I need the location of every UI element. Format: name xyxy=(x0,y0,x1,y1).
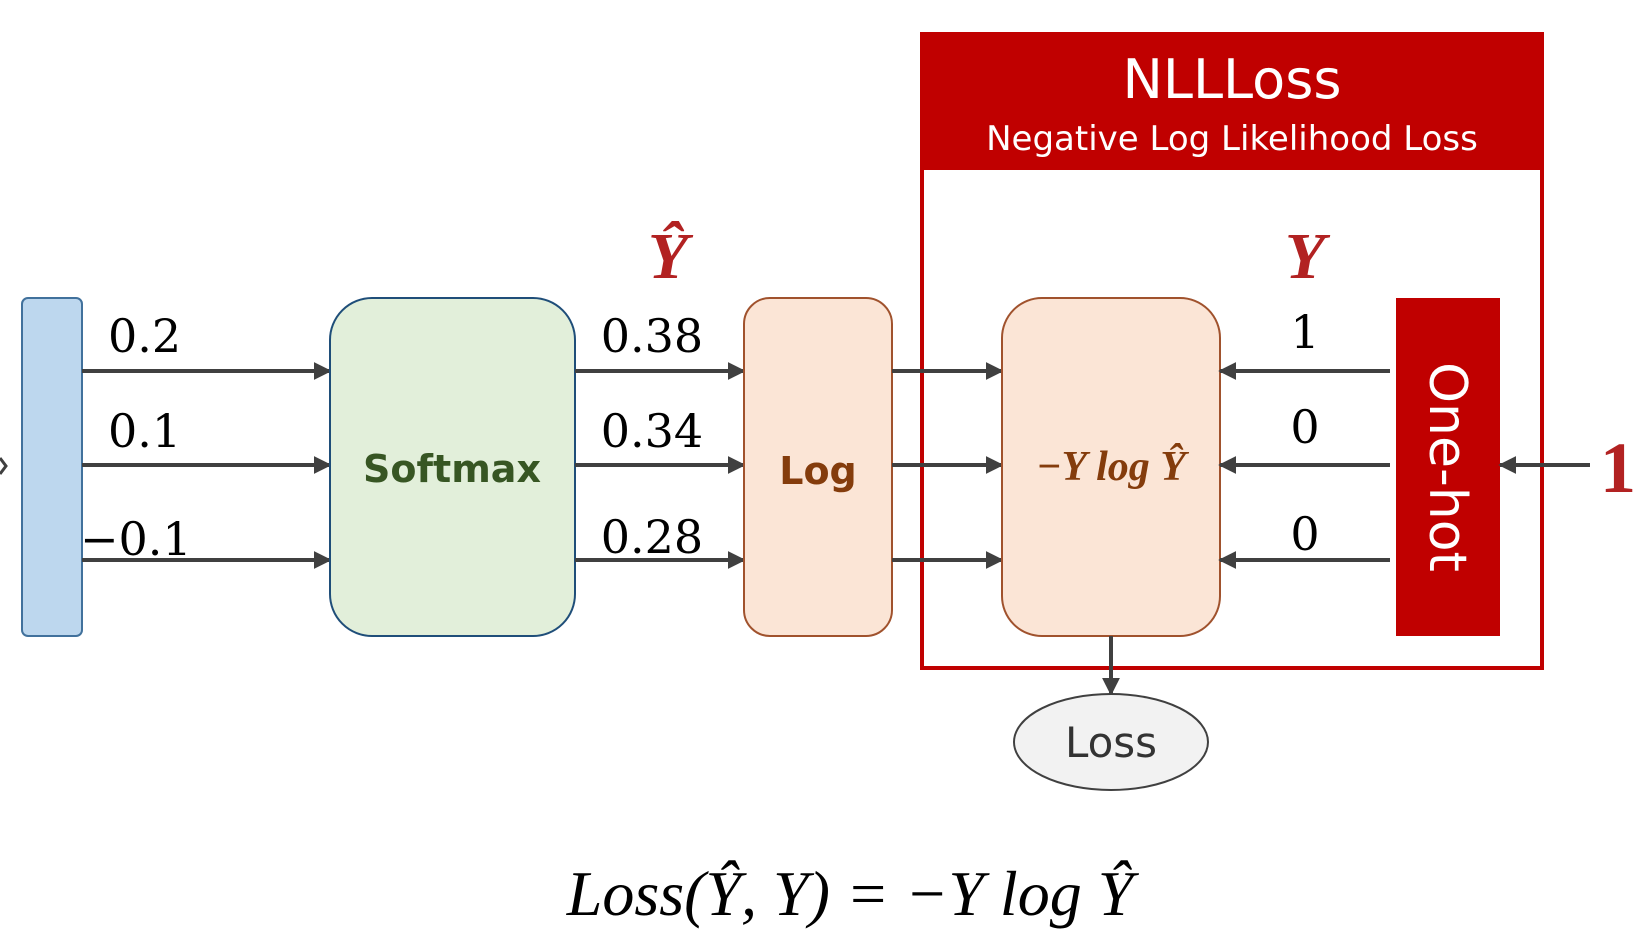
y-value-3: 0 xyxy=(1290,507,1319,561)
yhat-value-3: 0.28 xyxy=(601,510,703,564)
log-label: Log xyxy=(779,449,857,493)
yhat-label: Ŷ xyxy=(648,220,694,293)
input-value-2: 0.1 xyxy=(108,404,181,458)
y-label: Y xyxy=(1285,220,1331,293)
onehot-block xyxy=(1396,298,1500,636)
yhat-value-2: 0.34 xyxy=(601,404,703,458)
loss-label: Loss xyxy=(1065,718,1157,767)
loss-output xyxy=(1013,693,1209,791)
loss-formula: Loss(Ŷ, Y) = −Y log Ŷ xyxy=(566,858,1140,929)
yhat-value-1: 0.38 xyxy=(601,309,703,363)
y-value-1: 1 xyxy=(1290,305,1319,359)
softmax-label: Softmax xyxy=(363,447,541,491)
input-value-1: 0.2 xyxy=(108,309,181,363)
nllloss-header xyxy=(922,34,1542,170)
target-value: 1 xyxy=(1600,428,1636,508)
input-value-3: −0.1 xyxy=(80,512,192,566)
nllloss-title: NLLLoss xyxy=(1122,48,1341,111)
input-vector-block xyxy=(21,297,83,637)
onehot-label: One-hot xyxy=(1417,362,1477,572)
y-value-2: 0 xyxy=(1290,400,1319,454)
incoming-arrow-stub xyxy=(0,457,8,475)
nll-expression: −Y log Ŷ xyxy=(1036,443,1189,490)
nllloss-subtitle: Negative Log Likelihood Loss xyxy=(986,119,1478,159)
